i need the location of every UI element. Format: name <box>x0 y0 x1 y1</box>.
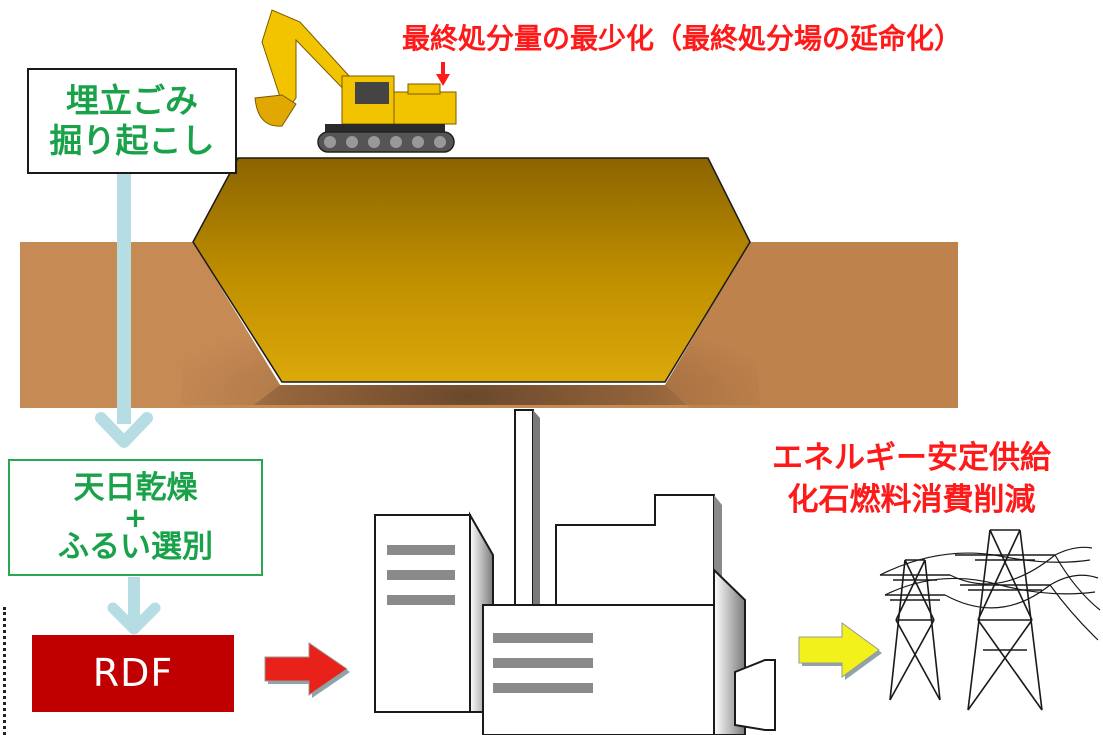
drying-label-line1: 天日乾燥 <box>73 469 198 506</box>
excavation-label-line2: 掘り起こし <box>49 121 215 160</box>
excavation-label-line1: 埋立ごみ <box>66 80 198 120</box>
landfill-waste <box>192 157 751 383</box>
landfill-goal-text: 最終処分量の最少化（最終処分場の延命化） <box>402 22 963 55</box>
rdf-to-plant-arrow <box>264 642 350 698</box>
drying-label-line2: ふるい選別 <box>58 529 213 566</box>
drying-sorting-box: 天日乾燥 + ふるい選別 <box>8 459 263 576</box>
excavator-icon <box>254 9 457 153</box>
energy-goal-line2: 化石燃料消費削減 <box>787 481 1036 518</box>
energy-goal-line1: エネルギー安定供給 <box>772 440 1051 476</box>
power-plant-icon <box>374 409 776 735</box>
landfill-pit <box>20 157 958 408</box>
dotted-border <box>3 607 6 735</box>
rdf-box: RDF <box>32 635 234 712</box>
energy-goal-text: エネルギー安定供給 化石燃料消費削減 <box>772 438 1051 522</box>
red-down-arrow-icon <box>436 62 450 86</box>
excavation-box: 埋立ごみ 掘り起こし <box>27 68 237 174</box>
transmission-tower-icon <box>879 529 1101 711</box>
plus-sign: + <box>123 500 148 534</box>
plant-to-grid-arrow <box>798 622 882 680</box>
flow-arrow-down-1 <box>95 174 153 448</box>
flow-arrow-down-2 <box>107 577 161 635</box>
